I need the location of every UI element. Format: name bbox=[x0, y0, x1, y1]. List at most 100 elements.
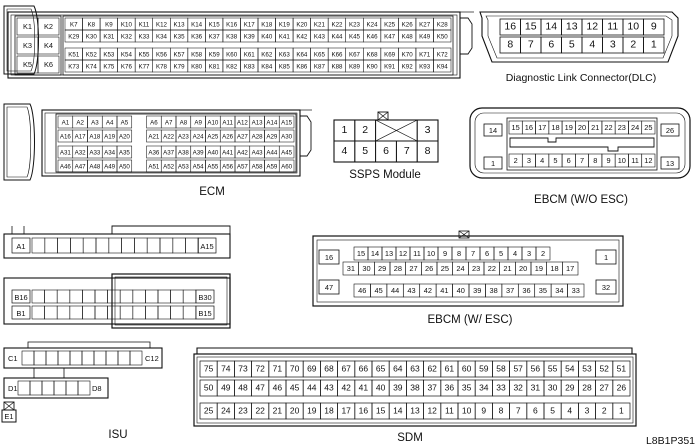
svg-text:K7: K7 bbox=[70, 21, 78, 28]
ecm-pin-K2: K2 bbox=[37, 17, 60, 36]
svg-text:K58: K58 bbox=[191, 51, 203, 58]
svg-text:74: 74 bbox=[221, 363, 231, 373]
svg-text:46: 46 bbox=[358, 286, 366, 295]
svg-text:13: 13 bbox=[566, 20, 578, 32]
svg-text:3: 3 bbox=[527, 249, 531, 258]
sdm-pin-66: 66 bbox=[354, 360, 373, 378]
dlc-pin-7: 7 bbox=[520, 36, 542, 54]
ecm-pin-K62: K62 bbox=[257, 47, 276, 61]
svg-text:38: 38 bbox=[410, 382, 420, 392]
ebcm-w-pin-30: 30 bbox=[358, 261, 375, 276]
ecm-pin-K71: K71 bbox=[415, 47, 434, 61]
svg-text:24: 24 bbox=[221, 405, 231, 415]
svg-text:A56: A56 bbox=[222, 163, 234, 170]
ecm-pin-K38: K38 bbox=[222, 29, 241, 43]
svg-text:25: 25 bbox=[644, 123, 652, 132]
ebcm-w-pin-31: 31 bbox=[342, 261, 359, 276]
ecm-pin-A47: A47 bbox=[72, 159, 88, 173]
ecm-pin-A13: A13 bbox=[249, 115, 265, 129]
svg-text:2: 2 bbox=[630, 38, 636, 50]
svg-text:21: 21 bbox=[273, 405, 283, 415]
ecm-pin-A48: A48 bbox=[87, 159, 103, 173]
svg-text:K57: K57 bbox=[174, 51, 186, 58]
ebcm-w-pin-5: 5 bbox=[493, 246, 509, 261]
ebcm-wo-pin-10: 10 bbox=[614, 153, 629, 168]
ebcm-w-pin-32 bbox=[595, 279, 617, 295]
ecm-pin-A32: A32 bbox=[72, 145, 88, 159]
ecm-pin-A57: A57 bbox=[234, 159, 251, 173]
sdm-pin-54: 54 bbox=[560, 360, 579, 378]
ecm-pin-K46: K46 bbox=[362, 29, 382, 43]
ebcm-wo-pin-24: 24 bbox=[628, 120, 643, 135]
svg-text:A26: A26 bbox=[222, 133, 234, 140]
ebcm-w-pin-37: 37 bbox=[501, 283, 519, 298]
sdm-pin-63: 63 bbox=[406, 360, 424, 378]
isu-a-cavity bbox=[134, 237, 148, 254]
svg-text:K2: K2 bbox=[44, 22, 53, 31]
sdm-pin-30: 30 bbox=[543, 379, 562, 397]
sdm-pin-3: 3 bbox=[578, 402, 596, 420]
ecm-pin-K70: K70 bbox=[398, 47, 417, 61]
svg-text:A40: A40 bbox=[207, 149, 219, 156]
sdm-pin-37: 37 bbox=[423, 379, 442, 397]
sdm-pin-52: 52 bbox=[595, 360, 614, 378]
svg-text:55: 55 bbox=[548, 363, 558, 373]
ecm-pin-A42: A42 bbox=[234, 145, 251, 159]
isu-c1-label: C1 bbox=[8, 354, 18, 363]
ecm-pin-A9: A9 bbox=[190, 115, 206, 129]
ecm-pin-K75: K75 bbox=[99, 59, 118, 73]
svg-text:45: 45 bbox=[290, 382, 300, 392]
svg-text:K55: K55 bbox=[138, 51, 150, 58]
svg-text:A39: A39 bbox=[193, 149, 205, 156]
svg-text:11: 11 bbox=[413, 249, 421, 258]
sdm-pin-40: 40 bbox=[371, 379, 390, 397]
svg-text:34: 34 bbox=[555, 286, 563, 295]
isu-b15-label: B15 bbox=[198, 309, 211, 318]
svg-text:36: 36 bbox=[445, 382, 455, 392]
svg-text:K32: K32 bbox=[121, 33, 133, 40]
svg-text:41: 41 bbox=[440, 286, 448, 295]
ebcm-w-pin-41: 41 bbox=[435, 283, 453, 298]
ecm-pin-K67: K67 bbox=[345, 47, 364, 61]
sdm-pin-24: 24 bbox=[216, 402, 235, 420]
ecm-pin-A39: A39 bbox=[190, 145, 206, 159]
ecm-pin-A27: A27 bbox=[234, 129, 251, 143]
sdm-pin-49: 49 bbox=[216, 379, 235, 397]
sdm-pin-15: 15 bbox=[371, 402, 390, 420]
sdm-pin-1: 1 bbox=[612, 402, 631, 420]
ebcm-wo-pin-3: 3 bbox=[521, 153, 536, 168]
ecm-pin-K35: K35 bbox=[169, 29, 189, 43]
svg-text:9: 9 bbox=[606, 156, 610, 165]
isu-b-cavity bbox=[132, 305, 146, 320]
svg-text:17: 17 bbox=[341, 405, 351, 415]
sdm-pin-28: 28 bbox=[578, 379, 596, 397]
svg-text:24: 24 bbox=[456, 264, 464, 273]
svg-text:K6: K6 bbox=[44, 60, 53, 69]
ebcm-w-pin-10: 10 bbox=[423, 246, 439, 261]
svg-text:K28: K28 bbox=[437, 21, 449, 28]
svg-text:46: 46 bbox=[273, 382, 283, 392]
sdm-pin-47: 47 bbox=[251, 379, 270, 397]
isu-b-cavity bbox=[170, 305, 184, 320]
ecm-pin-K14: K14 bbox=[187, 17, 206, 31]
svg-text:11: 11 bbox=[445, 405, 454, 415]
ecm-pin-A3: A3 bbox=[87, 115, 103, 129]
sdm-pin-14: 14 bbox=[388, 402, 407, 420]
svg-text:67: 67 bbox=[341, 363, 351, 373]
ebcm-w-pin-20: 20 bbox=[515, 261, 532, 276]
svg-text:6: 6 bbox=[533, 405, 538, 415]
ebcm-w-pin-11: 11 bbox=[409, 246, 425, 261]
isu-d-cavity bbox=[41, 380, 55, 396]
svg-text:K44: K44 bbox=[331, 33, 343, 40]
ecm-pin-A40: A40 bbox=[205, 145, 221, 159]
sdm-pin-17: 17 bbox=[337, 402, 356, 420]
ebcm-wo-pin-18: 18 bbox=[548, 120, 563, 135]
svg-text:A51: A51 bbox=[148, 163, 160, 170]
svg-text:71: 71 bbox=[273, 363, 283, 373]
isu-c-cavity bbox=[69, 350, 83, 366]
sdm-pin-71: 71 bbox=[268, 360, 287, 378]
ebcm-w-pin-25: 25 bbox=[436, 261, 453, 276]
ebcm-wo-pin-5: 5 bbox=[548, 153, 563, 168]
